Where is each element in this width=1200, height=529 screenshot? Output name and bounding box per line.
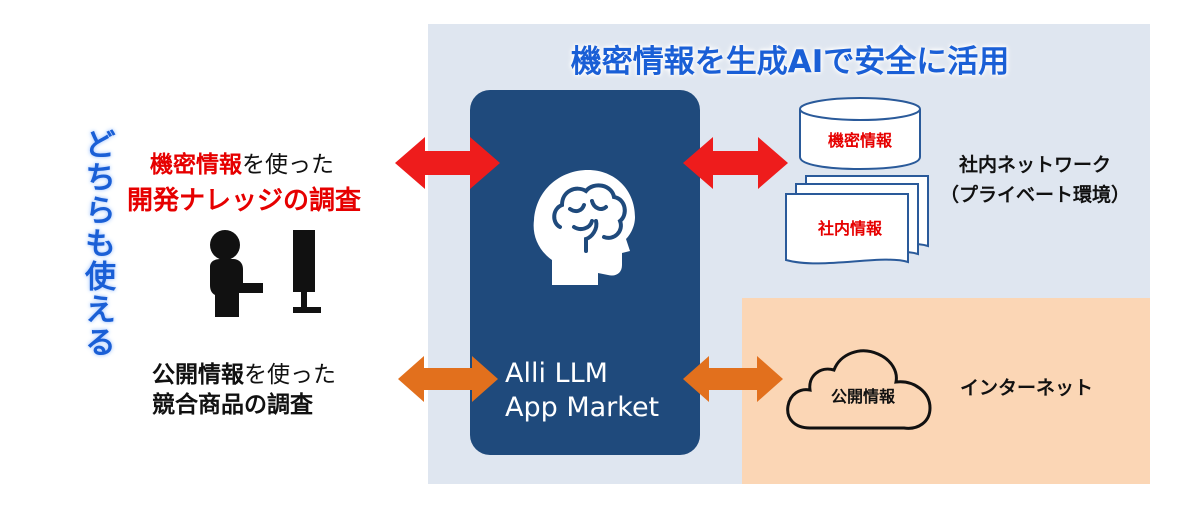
use-case-confidential: 機密情報を使った bbox=[150, 145, 334, 179]
documents-label: 社内情報 bbox=[817, 219, 882, 238]
double-arrow-icon bbox=[683, 356, 783, 402]
private-network-label: 社内ネットワーク （プライベート環境） bbox=[940, 150, 1130, 210]
brain-head-icon bbox=[533, 170, 635, 285]
documents-icon bbox=[785, 175, 929, 265]
double-arrow-icon bbox=[398, 356, 498, 402]
user-at-computer-icon bbox=[210, 230, 321, 317]
database-label: 機密情報 bbox=[827, 131, 892, 150]
cloud-icon bbox=[786, 349, 932, 430]
double-arrow-icon bbox=[395, 137, 500, 189]
use-case-confidential-line2: 開発ナレッジの調査 bbox=[127, 186, 362, 216]
database-icon bbox=[799, 97, 921, 171]
hub-label-line2: App Market bbox=[505, 392, 660, 423]
use-case-public-line2: 競合商品の調査 bbox=[152, 392, 313, 418]
private-network-line2: （プライベート環境） bbox=[940, 184, 1131, 206]
hub-label-line1: Alli LLM bbox=[505, 358, 608, 389]
public-highlight: 公開情報 bbox=[152, 362, 244, 388]
public-suffix: を使った bbox=[244, 362, 336, 388]
vertical-label: どちらも使える bbox=[79, 128, 115, 359]
cloud-label: 公開情報 bbox=[830, 387, 895, 406]
double-arrow-icon bbox=[683, 137, 788, 189]
use-case-public: 公開情報を使った bbox=[152, 355, 336, 389]
hub-label: Alli LLM App Market bbox=[505, 357, 695, 425]
private-network-line1: 社内ネットワーク bbox=[958, 154, 1111, 176]
diagram-title: 機密情報を生成AIで安全に活用 bbox=[570, 44, 1010, 80]
confidential-highlight: 機密情報 bbox=[150, 152, 242, 178]
internet-label: インターネット bbox=[960, 377, 1094, 399]
confidential-suffix: を使った bbox=[242, 152, 334, 178]
